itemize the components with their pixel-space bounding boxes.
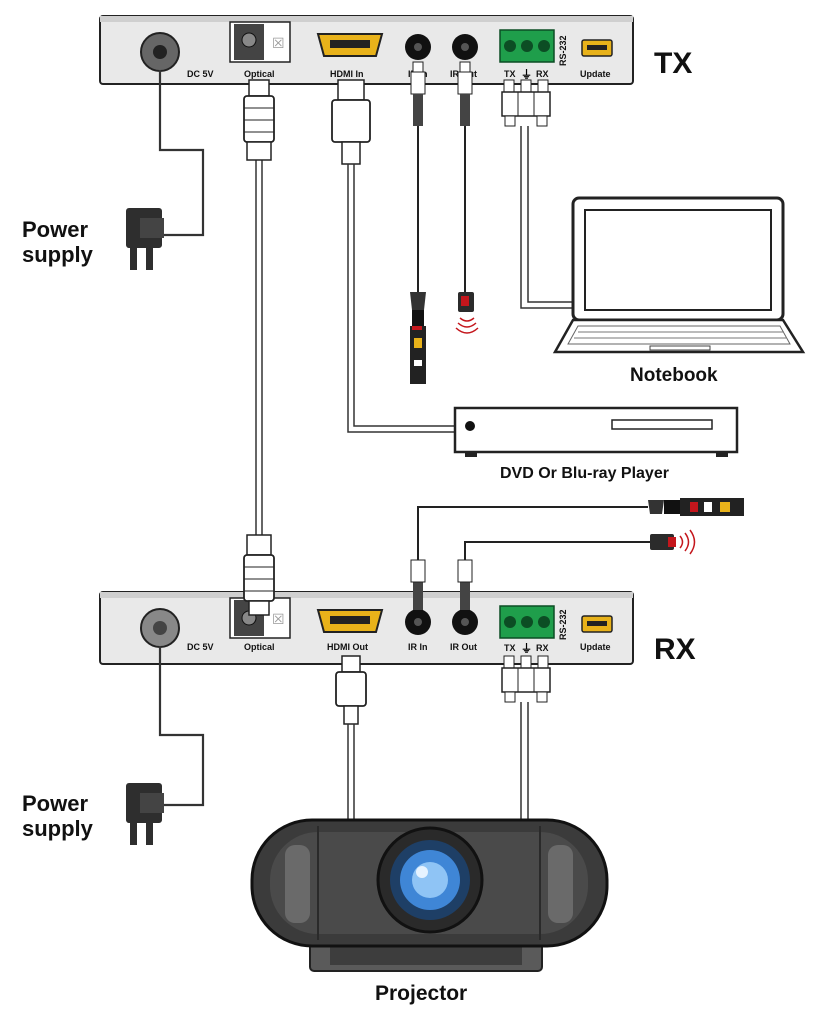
ir-receiver-icon xyxy=(410,292,426,384)
tx-rs232-cable xyxy=(501,79,572,309)
rx-ir-out-label: IR Out xyxy=(450,642,477,652)
notebook-label: Notebook xyxy=(630,365,718,386)
tx-power-cable xyxy=(158,70,205,237)
tx-update-port xyxy=(581,39,613,57)
rx-rs232-rx-label: RX xyxy=(536,643,549,653)
rx-ir-in-label: IR In xyxy=(408,642,428,652)
rx-power-adapter-icon xyxy=(126,783,164,845)
player-icon xyxy=(453,406,739,457)
tx-hdmi-label: HDMI In xyxy=(330,69,364,79)
ground-icon: ⏚ xyxy=(521,642,532,655)
tx-rs232-rx-label: RX xyxy=(536,69,549,79)
ground-icon: ⏚ xyxy=(521,68,532,81)
rx-hdmi-label: HDMI Out xyxy=(327,642,368,652)
rx-hdmi-port xyxy=(316,609,384,633)
tx-ir-receiver-cable xyxy=(410,61,426,292)
hdmi-input-cable xyxy=(331,79,455,433)
tx-unit: DC 5V ☒ Optical HDMI In IR In IR Out xyxy=(99,15,634,85)
tx-power-adapter-icon xyxy=(126,208,164,270)
rx-ir-out-cable xyxy=(457,541,650,610)
rx-rs232-tx-label: TX xyxy=(504,643,516,653)
optical-fiber-cable xyxy=(243,79,275,616)
tx-dc-port xyxy=(140,32,180,72)
rx-rs232-cable xyxy=(501,655,551,822)
rx-update-port xyxy=(581,615,613,633)
tx-optical-label: Optical xyxy=(244,69,275,79)
rx-power-cable xyxy=(158,646,205,807)
svg-text:☒: ☒ xyxy=(272,612,285,628)
rx-ir-out-port xyxy=(452,609,478,635)
rx-title: RX xyxy=(654,633,696,666)
tx-rs232-label: RS-232 xyxy=(558,35,568,66)
notebook-icon xyxy=(552,196,806,354)
rx-ir-in-cable xyxy=(410,506,648,610)
rx-optical-label: Optical xyxy=(244,642,275,652)
tx-optical-port: ☒ xyxy=(229,21,291,63)
tx-update-label: Update xyxy=(580,69,611,79)
rx-power-label-line2: supply xyxy=(22,816,94,841)
tx-dc-label: DC 5V xyxy=(187,69,214,79)
ir-emitter-icon xyxy=(455,292,479,334)
rx-ir-in-port xyxy=(405,609,431,635)
tx-ir-in-port xyxy=(405,34,431,60)
projector-icon xyxy=(250,818,609,972)
tx-power-label-line1: Power xyxy=(22,217,88,242)
hdmi-output-cable xyxy=(335,655,367,822)
tx-hdmi-port xyxy=(316,33,384,57)
player-label: DVD Or Blu-ray Player xyxy=(500,465,669,482)
tx-title: TX xyxy=(654,47,692,80)
rx-rs232-terminal xyxy=(499,605,555,639)
rx-rs232-label: RS-232 xyxy=(558,609,568,640)
rx-dc-port xyxy=(140,608,180,648)
rx-dc-label: DC 5V xyxy=(187,642,214,652)
tx-ir-emitter-cable xyxy=(457,61,473,292)
rx-ir-receiver-icon xyxy=(648,498,744,516)
rx-update-label: Update xyxy=(580,642,611,652)
rx-power-label-line1: Power xyxy=(22,791,88,816)
tx-ir-out-port xyxy=(452,34,478,60)
tx-rs232-terminal xyxy=(499,29,555,63)
tx-power-label-line2: supply xyxy=(22,242,94,267)
rx-unit: DC 5V ☒ Optical HDMI Out IR In IR Out xyxy=(99,591,634,665)
projector-label: Projector xyxy=(375,982,467,1005)
tx-rs232-tx-label: TX xyxy=(504,69,516,79)
svg-text:☒: ☒ xyxy=(272,36,285,52)
rx-ir-emitter-icon xyxy=(650,529,696,555)
